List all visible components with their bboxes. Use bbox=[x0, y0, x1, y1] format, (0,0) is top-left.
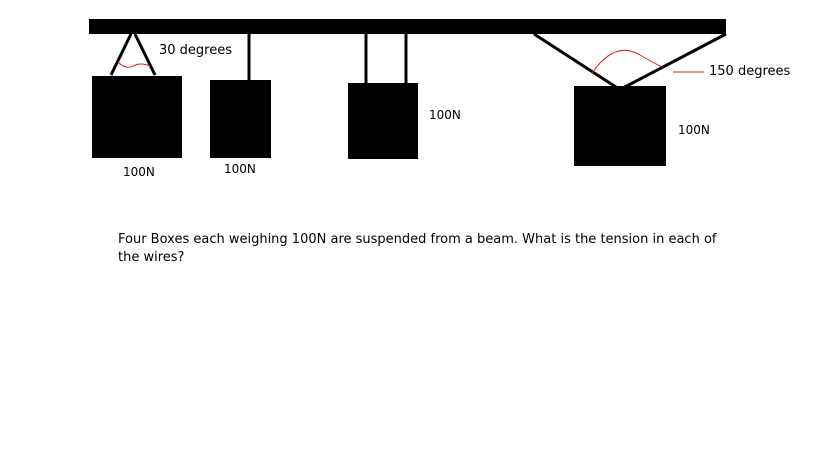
box-1 bbox=[92, 76, 182, 158]
box-1-wire-left bbox=[109, 33, 133, 76]
question-text: Four Boxes each weighing 100N are suspen… bbox=[118, 232, 717, 265]
angle-arc-left bbox=[117, 61, 151, 68]
box-4-wire-left bbox=[533, 32, 620, 91]
angle-label-right: 150 degrees bbox=[709, 64, 791, 79]
box-3-assembly bbox=[348, 34, 418, 159]
angle-arc-right bbox=[591, 50, 663, 74]
box-1-weight-label: 100N bbox=[123, 165, 155, 179]
box-1-assembly bbox=[92, 33, 182, 158]
box-4-weight-label: 100N bbox=[678, 123, 710, 137]
box-4-assembly bbox=[533, 32, 727, 166]
box-4-wire-right bbox=[620, 32, 727, 91]
box-2-assembly bbox=[210, 34, 271, 158]
beam bbox=[89, 19, 726, 34]
box-4 bbox=[574, 86, 666, 166]
box-2 bbox=[210, 80, 271, 158]
box-3 bbox=[348, 83, 418, 159]
angle-label-left: 30 degrees bbox=[159, 43, 232, 58]
box-3-weight-label: 100N bbox=[429, 108, 461, 122]
box-2-weight-label: 100N bbox=[224, 162, 256, 176]
box-1-wire-right bbox=[133, 33, 157, 76]
